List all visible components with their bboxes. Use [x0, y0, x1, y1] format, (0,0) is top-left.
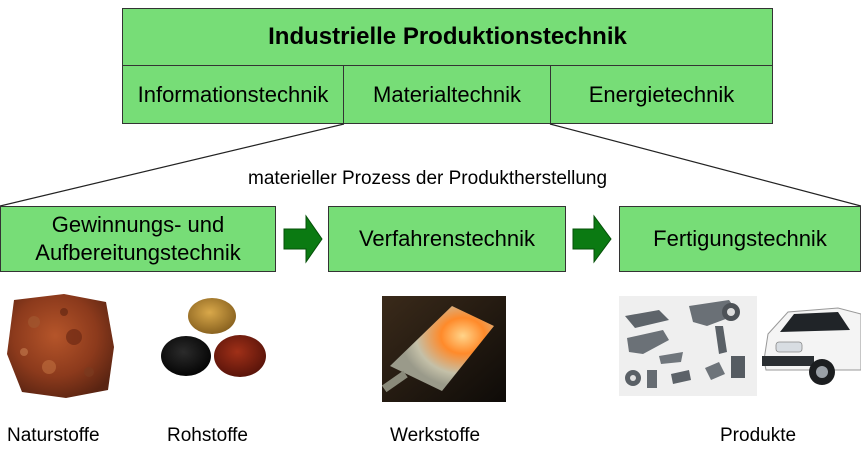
step-label: Fertigungstechnik	[653, 226, 827, 251]
label-naturstoffe: Naturstoffe	[7, 425, 100, 446]
rock-image	[7, 294, 114, 398]
label-produkte: Produkte	[720, 425, 797, 446]
powder-piles-image	[161, 298, 266, 377]
step-fertigungstechnik: Fertigungstechnik	[619, 206, 861, 272]
expansion-line-left	[0, 123, 345, 207]
subcategory-materialtechnik: Materialtechnik	[343, 65, 551, 124]
step-label-line2: Aufbereitungstechnik	[35, 240, 241, 265]
step-label-line1: Gewinnungs- und	[51, 212, 225, 237]
expansion-line-right	[549, 123, 861, 207]
diagram-title: Industrielle Produktionstechnik	[268, 23, 627, 50]
arrow-icon	[572, 214, 612, 264]
label-rohstoffe: Rohstoffe	[167, 425, 248, 446]
subcategory-informationstechnik: Informationstechnik	[122, 65, 344, 124]
step-label: Verfahrenstechnik	[358, 226, 536, 251]
arrow-icon	[283, 214, 323, 264]
subcategory-label: Materialtechnik	[373, 81, 521, 107]
process-caption: materieller Prozess der Produktherstellu…	[248, 168, 608, 189]
subcategory-energietechnik: Energietechnik	[550, 65, 773, 124]
step-gewinnung: Gewinnungs- und Aufbereitungstechnik	[0, 206, 276, 272]
car-image	[762, 307, 861, 385]
step-verfahrenstechnik: Verfahrenstechnik	[328, 206, 566, 272]
title-box: Industrielle Produktionstechnik	[122, 8, 773, 66]
subcategory-label: Energietechnik	[588, 81, 735, 107]
label-werkstoffe: Werkstoffe	[390, 425, 481, 446]
subcategory-label: Informationstechnik	[137, 81, 329, 107]
metal-parts-image	[619, 296, 757, 396]
glowing-metal-image	[382, 296, 506, 402]
